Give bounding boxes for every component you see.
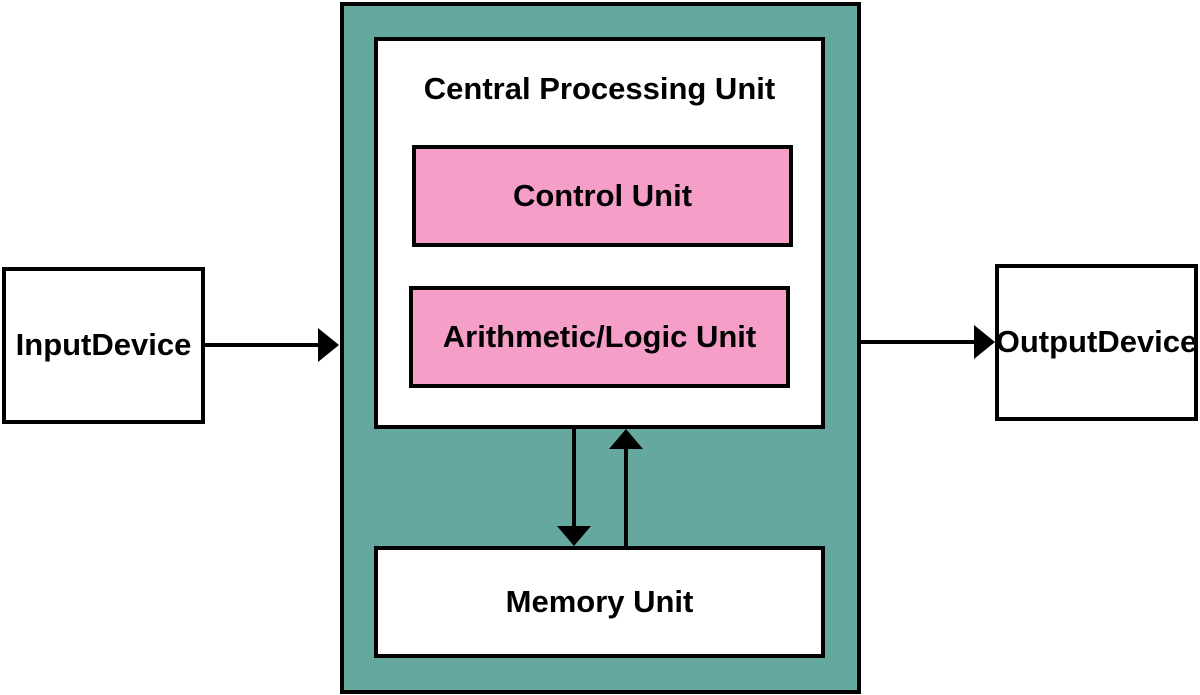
cpu-title: Central Processing Unit [423,71,776,106]
memory-unit-box: Memory Unit [374,546,825,658]
control-unit-label: Control Unit [512,177,693,213]
alu-box: Arithmetic/Logic Unit [409,286,790,388]
input-device-line1: Input [15,327,92,363]
memory-unit-label: Memory Unit [505,583,694,619]
input-device-line2: Device [91,327,192,363]
input-device-box: Input Device [2,267,205,424]
output-device-label: Output Device [995,268,1198,417]
input-to-cpu-arrowhead [318,328,339,362]
cpu-to-output-arrowhead [974,325,995,359]
output-device-line1: Output [995,324,1098,360]
alu-label: Arithmetic/Logic Unit [442,318,757,354]
output-device-box: Output Device [995,264,1198,421]
input-device-label: Input Device [6,271,201,420]
output-device-line2: Device [1097,324,1198,360]
control-unit-box: Control Unit [412,145,793,247]
